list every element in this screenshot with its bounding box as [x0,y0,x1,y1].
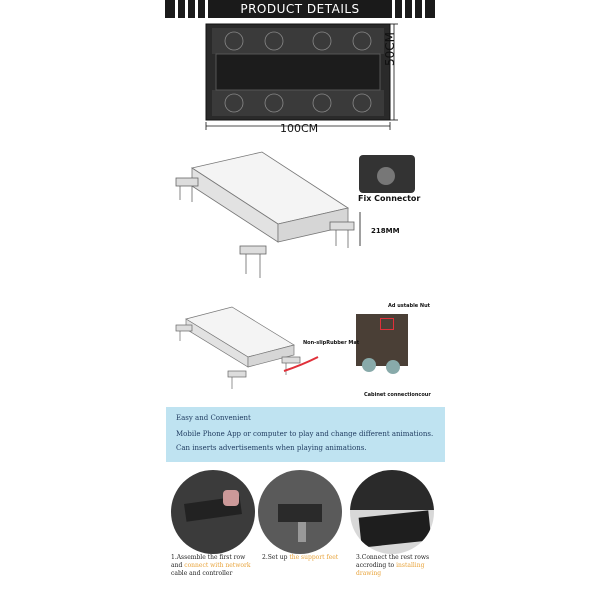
step3-caption: 3.Connect the rest rows accroding to ins… [356,554,446,578]
header-stripe [422,0,425,18]
step2-highlight: the support feet [289,554,339,561]
panel-top-view [205,23,398,130]
step2-text: 2.Set up [262,554,290,561]
step2-photo [258,470,342,554]
step3-text: accroding to [356,562,397,569]
header-stripe [185,0,188,18]
header-stripe [195,0,198,18]
cabinet-connection-photo [356,314,408,374]
step1-photo [171,470,255,554]
step3-photo [350,470,434,554]
step1-text: and [171,562,185,569]
step1-caption: 1.Assemble the first row and connect wit… [171,554,261,578]
fix-connector-photo [359,155,415,193]
header-stripe [205,0,208,18]
fix-connector-label: Fix Connector [358,194,421,203]
header-stripe [392,0,395,18]
rubber-mat-label: Non-slipRubber Mat [303,340,360,346]
step1-text: cable and controller [171,570,233,577]
cabinet-connection-label: Cabinet connectioncour [364,392,431,398]
header-stripe [175,0,178,18]
cabinet-isometric-drawing [175,306,319,389]
header-stripe [412,0,415,18]
step1-text: 1.Assemble the first row [171,554,246,561]
info-heading: Easy and Convenient [176,414,251,422]
stage-height-label: 218MM [371,227,400,235]
info-box: Easy and Convenient Mobile Phone App or … [166,407,445,462]
page-title: PRODUCT DETAILS [225,0,375,18]
step3-highlight: installing [396,562,425,569]
info-line: Can inserts advertisements when playing … [176,444,367,452]
step2-caption: 2.Set up the support feet [262,554,352,562]
step3-text: 3.Connect the rest rows [356,554,430,561]
step3-highlight: drawing [356,570,382,577]
info-line: Mobile Phone App or computer to play and… [176,430,434,438]
header-stripe [402,0,405,18]
header-banner: PRODUCT DETAILS [165,0,435,18]
width-dimension-label: 100CM [280,122,319,135]
height-dimension-label: 50CM [383,31,397,66]
adjustable-nut-label: Ad ustable Nut [388,303,431,309]
stage-isometric-drawing [175,151,361,278]
step1-highlight: connect with network [184,562,251,569]
